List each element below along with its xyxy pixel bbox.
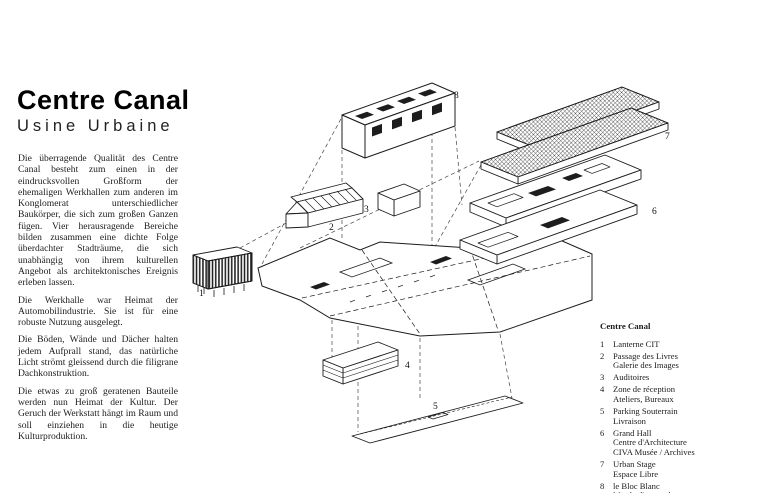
drawing-number-4: 4 — [405, 361, 410, 371]
legend-item-line: Galerie des Images — [613, 360, 679, 371]
legend-item-5: 5 Parking Souterrain Livraison — [600, 406, 740, 426]
bloc-blanc-8 — [341, 82, 456, 159]
header: Centre Canal Usine Urbaine — [17, 86, 190, 136]
intro-paragraph: Die Werkhalle war Heimat der Automobilin… — [18, 294, 178, 329]
legend-item-line: Zone de réception — [613, 384, 676, 395]
legend-item-number: 4 — [600, 384, 605, 395]
legend-item-line: Auditoires — [613, 372, 650, 383]
page-subtitle: Usine Urbaine — [17, 117, 174, 136]
legend-item-line: Livraison — [613, 415, 646, 426]
intro-paragraph: Die überragende Qualität des Centre Cana… — [18, 153, 178, 289]
legend-item-1: 1 Lanterne CIT — [600, 338, 740, 350]
legend-item-8: 8 le Bloc Blanc Musée d'art moderne — [600, 480, 740, 493]
legend-item-6: 6 Grand Hall Centre d'Architecture CIVA … — [600, 427, 740, 458]
drawing-number-2: 2 — [329, 223, 334, 233]
reception-stack-4 — [322, 341, 399, 385]
intro-paragraph: Die Böden, Wände und Dächer halten jedem… — [18, 334, 178, 380]
page-title: Centre Canal — [17, 85, 190, 115]
legend-item-line: Espace Libre — [613, 468, 659, 479]
passage-building-2 — [285, 182, 364, 229]
ground-plate-plan — [257, 237, 593, 337]
legend-item-number: 2 — [600, 350, 605, 361]
legend-item-4: 4 Zone de réception Ateliers, Bureaux — [600, 385, 740, 404]
intro-text: Die überragende Qualität des Centre Cana… — [18, 153, 178, 448]
legend-item-number: 8 — [600, 480, 605, 491]
legend-item-line: Lanterne CIT — [613, 338, 660, 349]
intro-paragraph: Die etwas zu groß geratenen Bauteile wer… — [18, 385, 178, 442]
legend-item-number: 5 — [600, 406, 605, 417]
drawing-number-5: 5 — [433, 402, 438, 412]
legend-item-line: Centre d'Architecture — [613, 437, 687, 448]
legend-item-7: 7 Urban Stage Espace Libre — [600, 459, 740, 479]
legend-item-line: Passage des Livres — [613, 350, 678, 361]
grand-hall-slabs-6 — [459, 154, 642, 265]
legend-item-2: 2 Passage des Livres Galerie des Images — [600, 350, 740, 371]
legend: Centre Canal 1 Lanterne CIT 2 Passage de… — [600, 321, 740, 493]
legend-item-line: Musée d'art moderne — [613, 491, 740, 493]
drawing-number-7: 7 — [665, 132, 670, 142]
drawing-number-8: 8 — [454, 91, 459, 101]
legend-item-number: 3 — [600, 372, 605, 383]
legend-item-line: Ateliers, Bureaux — [613, 394, 674, 405]
legend-item-line: Grand Hall — [613, 427, 652, 438]
parking-plan-5 — [351, 395, 524, 444]
legend-item-number: 7 — [600, 459, 605, 470]
legend-item-number: 1 — [600, 338, 605, 349]
legend-title: Centre Canal — [600, 321, 651, 331]
legend-item-line: CIVA Musée / Archives — [613, 447, 695, 458]
auditoires-box-3 — [377, 183, 421, 217]
drawing-number-3: 3 — [364, 205, 369, 215]
legend-item-number: 6 — [600, 427, 605, 438]
drawing-number-1: 1 — [199, 289, 204, 299]
lanterne-1 — [192, 246, 253, 297]
legend-item-line: le Bloc Blanc — [613, 480, 660, 491]
legend-item-line: Parking Souterrain — [613, 406, 678, 417]
legend-item-line: Urban Stage — [613, 459, 656, 470]
legend-item-3: 3 Auditoires — [600, 373, 740, 383]
urban-stage-roof-7 — [480, 86, 669, 185]
drawing-number-6: 6 — [652, 207, 657, 217]
